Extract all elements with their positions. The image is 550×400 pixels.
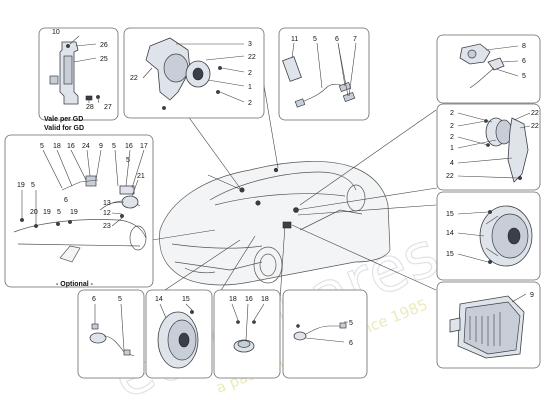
panel-right-speaker: 2 22 2 22 2 1 4 22 [436, 103, 541, 191]
label-5-a: 5 [40, 143, 44, 150]
caption-optional: - Optional - [56, 281, 94, 288]
label-16-a: 16 [67, 143, 75, 150]
panel-bottom-4: 5 6 [282, 289, 368, 379]
label-2-c: 2 [450, 134, 454, 141]
label-3: 3 [248, 41, 252, 48]
label-11: 11 [291, 36, 298, 43]
car-outline [159, 161, 391, 286]
label-28: 28 [86, 104, 94, 111]
label-25: 25 [100, 56, 108, 63]
label-22-c: 22 [446, 173, 454, 180]
label-14: 14 [446, 230, 454, 237]
label-8: 8 [522, 43, 526, 50]
panel-tweeter-cable: 11 5 6 7 [278, 27, 370, 121]
caption-vale-per-gd: Vale per GD [44, 116, 83, 123]
label-4: 4 [450, 160, 454, 167]
label-9: 9 [530, 292, 534, 299]
label-15-a: 15 [446, 211, 454, 218]
label-6: 6 [64, 197, 68, 204]
label-5: 5 [522, 73, 526, 80]
label-18-a: 18 [229, 296, 237, 303]
label-16-b: 16 [125, 143, 133, 150]
label-5-d: 5 [31, 182, 35, 189]
panel-amplifier: 9 [436, 281, 541, 369]
label-6: 6 [349, 340, 353, 347]
panel-top-speaker: 3 22 22 2 1 2 [123, 27, 265, 119]
panel-left-cabin: 5 18 16 24 9 5 16 5 17 6 21 19 5 13 12 2… [4, 134, 154, 288]
panel-top-right: 8 6 5 [436, 34, 541, 104]
label-21: 21 [137, 173, 145, 180]
label-5: 5 [313, 36, 317, 43]
label-12: 12 [103, 210, 111, 217]
panel-subwoofer: 15 14 15 [436, 191, 541, 281]
label-17: 17 [140, 143, 148, 150]
label-9: 9 [99, 143, 103, 150]
label-14: 14 [155, 296, 163, 303]
label-5-b: 5 [112, 143, 116, 150]
label-13: 13 [103, 200, 111, 207]
label-2-b: 2 [248, 100, 252, 107]
label-19-c: 19 [70, 209, 78, 216]
label-15: 15 [182, 296, 190, 303]
label-16: 16 [245, 296, 253, 303]
label-1: 1 [248, 84, 252, 91]
label-7: 7 [353, 36, 357, 43]
label-6: 6 [335, 36, 339, 43]
label-5: 5 [349, 320, 353, 327]
label-10: 10 [52, 29, 60, 36]
label-24: 24 [82, 143, 90, 150]
label-6: 6 [522, 58, 526, 65]
label-6: 6 [92, 296, 96, 303]
label-19-a: 19 [17, 182, 25, 189]
label-18-b: 18 [261, 296, 269, 303]
label-2-b: 2 [450, 123, 454, 130]
panel-bottom-3: 18 16 18 [213, 289, 281, 379]
label-23: 23 [103, 223, 111, 230]
label-22-right: 22 [248, 54, 256, 61]
label-18: 18 [53, 143, 61, 150]
label-22-b: 22 [531, 123, 539, 130]
label-2-a: 2 [450, 110, 454, 117]
label-19-b: 19 [43, 209, 51, 216]
label-22-a: 22 [531, 110, 539, 117]
panel-bottom-1: 6 5 [77, 289, 145, 379]
label-1: 1 [450, 145, 454, 152]
label-22-left: 22 [130, 75, 138, 82]
label-5-c: 5 [126, 157, 130, 164]
panel-bottom-2: 14 15 [145, 289, 213, 379]
label-15-b: 15 [446, 251, 454, 258]
label-2-a: 2 [248, 70, 252, 77]
caption-valid-for-gd: Valid for GD [44, 125, 84, 132]
label-26: 26 [100, 42, 108, 49]
label-5-e: 5 [57, 209, 61, 216]
label-20: 20 [30, 209, 38, 216]
panel-bracket: 10 26 25 28 27 Vale per GD Valid for GD [38, 27, 119, 132]
label-27: 27 [104, 104, 112, 111]
label-5: 5 [118, 296, 122, 303]
